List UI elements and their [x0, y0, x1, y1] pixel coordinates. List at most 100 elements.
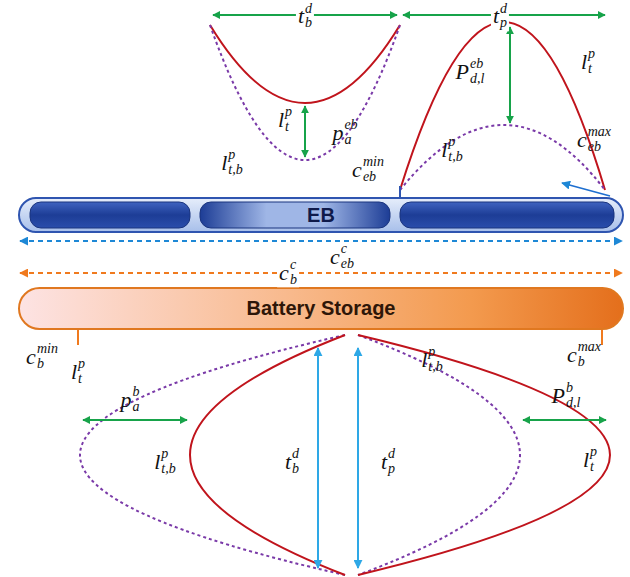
load-curve [190, 335, 345, 575]
net-load-curve [210, 25, 400, 160]
subscript: t,b [161, 462, 175, 477]
subscript: b [578, 355, 601, 370]
superscript: p [228, 148, 242, 163]
script-stack: db [292, 447, 299, 476]
subscript: p [388, 462, 395, 477]
math-label: lpt,b [439, 135, 465, 164]
subscript: a [133, 400, 140, 415]
superscript: c [290, 258, 297, 273]
symbol: P [552, 383, 565, 408]
net-load-curve [80, 335, 345, 575]
math-label: lpt,b [152, 447, 178, 476]
superscript: d [292, 447, 299, 462]
subscript: t [588, 62, 595, 77]
script-stack: ebd,l [470, 57, 484, 86]
subscript: d,l [470, 72, 484, 87]
math-label: lpt,b [419, 345, 445, 374]
symbol: l [71, 359, 77, 384]
script-stack: maxb [578, 340, 601, 369]
symbol: t [493, 4, 499, 29]
symbol: c [567, 342, 577, 367]
superscript: min [37, 342, 58, 357]
script-stack: pt [588, 47, 595, 76]
power-arrow [83, 419, 187, 421]
symbol: l [581, 49, 587, 74]
subscript: b [305, 17, 312, 32]
script-stack: cb [290, 258, 297, 287]
subscript: t,b [448, 150, 462, 165]
superscript: c [341, 242, 354, 257]
superscript: d [500, 2, 507, 17]
script-stack: db [305, 2, 312, 31]
symbol: c [577, 127, 587, 152]
symbol: t [298, 4, 304, 29]
symbol: c [26, 344, 36, 369]
math-label: cceb [328, 242, 356, 271]
load-curve [400, 22, 605, 190]
subscript: eb [363, 170, 384, 185]
symbol: l [154, 449, 160, 474]
eb-cylinder: EB [18, 197, 624, 233]
math-label: tdp [491, 2, 509, 31]
power-arrow [523, 419, 606, 421]
symbol: l [221, 150, 227, 175]
superscript: max [578, 340, 601, 355]
cylinder-label: Battery Storage [247, 297, 396, 320]
script-stack: mineb [363, 155, 384, 184]
load-curve [210, 25, 400, 103]
superscript: eb [344, 118, 357, 133]
symbol: l [278, 107, 284, 132]
subscript: eb [588, 140, 611, 155]
superscript: p [588, 47, 595, 62]
math-label: lpt [579, 47, 597, 76]
subscript: t,b [428, 360, 442, 375]
superscript: p [448, 135, 462, 150]
symbol: p [332, 120, 343, 145]
math-label: Pebd,l [454, 57, 487, 86]
subscript: t [285, 120, 292, 135]
script-stack: ba [133, 385, 140, 414]
subscript: t [590, 460, 597, 475]
duration-arrow [357, 348, 359, 568]
script-stack: pt,b [428, 345, 442, 374]
symbol: c [352, 157, 362, 182]
symbol: l [583, 447, 589, 472]
power-arrow [304, 106, 306, 157]
math-label: cmineb [350, 155, 386, 184]
math-label: cmaxb [565, 340, 603, 369]
subscript: b [290, 273, 297, 288]
script-stack: pt [285, 105, 292, 134]
superscript: p [285, 105, 292, 120]
math-label: pba [119, 385, 142, 414]
math-label: lpt [276, 105, 294, 134]
subscript: p [500, 17, 507, 32]
capacity-arrow [20, 272, 622, 274]
net-load-curve [400, 125, 605, 190]
script-stack: dp [388, 447, 395, 476]
subscript: d,l [566, 396, 580, 411]
symbol: l [441, 137, 447, 162]
math-label: cmaxeb [575, 125, 613, 154]
script-stack: maxeb [588, 125, 611, 154]
symbol: l [421, 347, 427, 372]
max-tick [601, 330, 603, 345]
symbol: c [279, 260, 289, 285]
superscript: b [133, 385, 140, 400]
symbol: t [381, 449, 387, 474]
superscript: eb [470, 57, 484, 72]
min-tick [77, 330, 79, 345]
script-stack: minb [37, 342, 58, 371]
subscript: b [37, 357, 58, 372]
math-label: lpt,b [219, 148, 245, 177]
subscript: t,b [228, 163, 242, 178]
min-tick [399, 186, 401, 197]
script-stack: eba [344, 118, 357, 147]
symbol: t [285, 449, 291, 474]
math-label: ccb [277, 258, 299, 287]
math-label: cminb [24, 342, 60, 371]
math-label: Pbd,l [550, 381, 583, 410]
script-stack: pt,b [161, 447, 175, 476]
script-stack: pt,b [228, 148, 242, 177]
load-curve [358, 335, 610, 575]
subscript: eb [341, 257, 354, 272]
